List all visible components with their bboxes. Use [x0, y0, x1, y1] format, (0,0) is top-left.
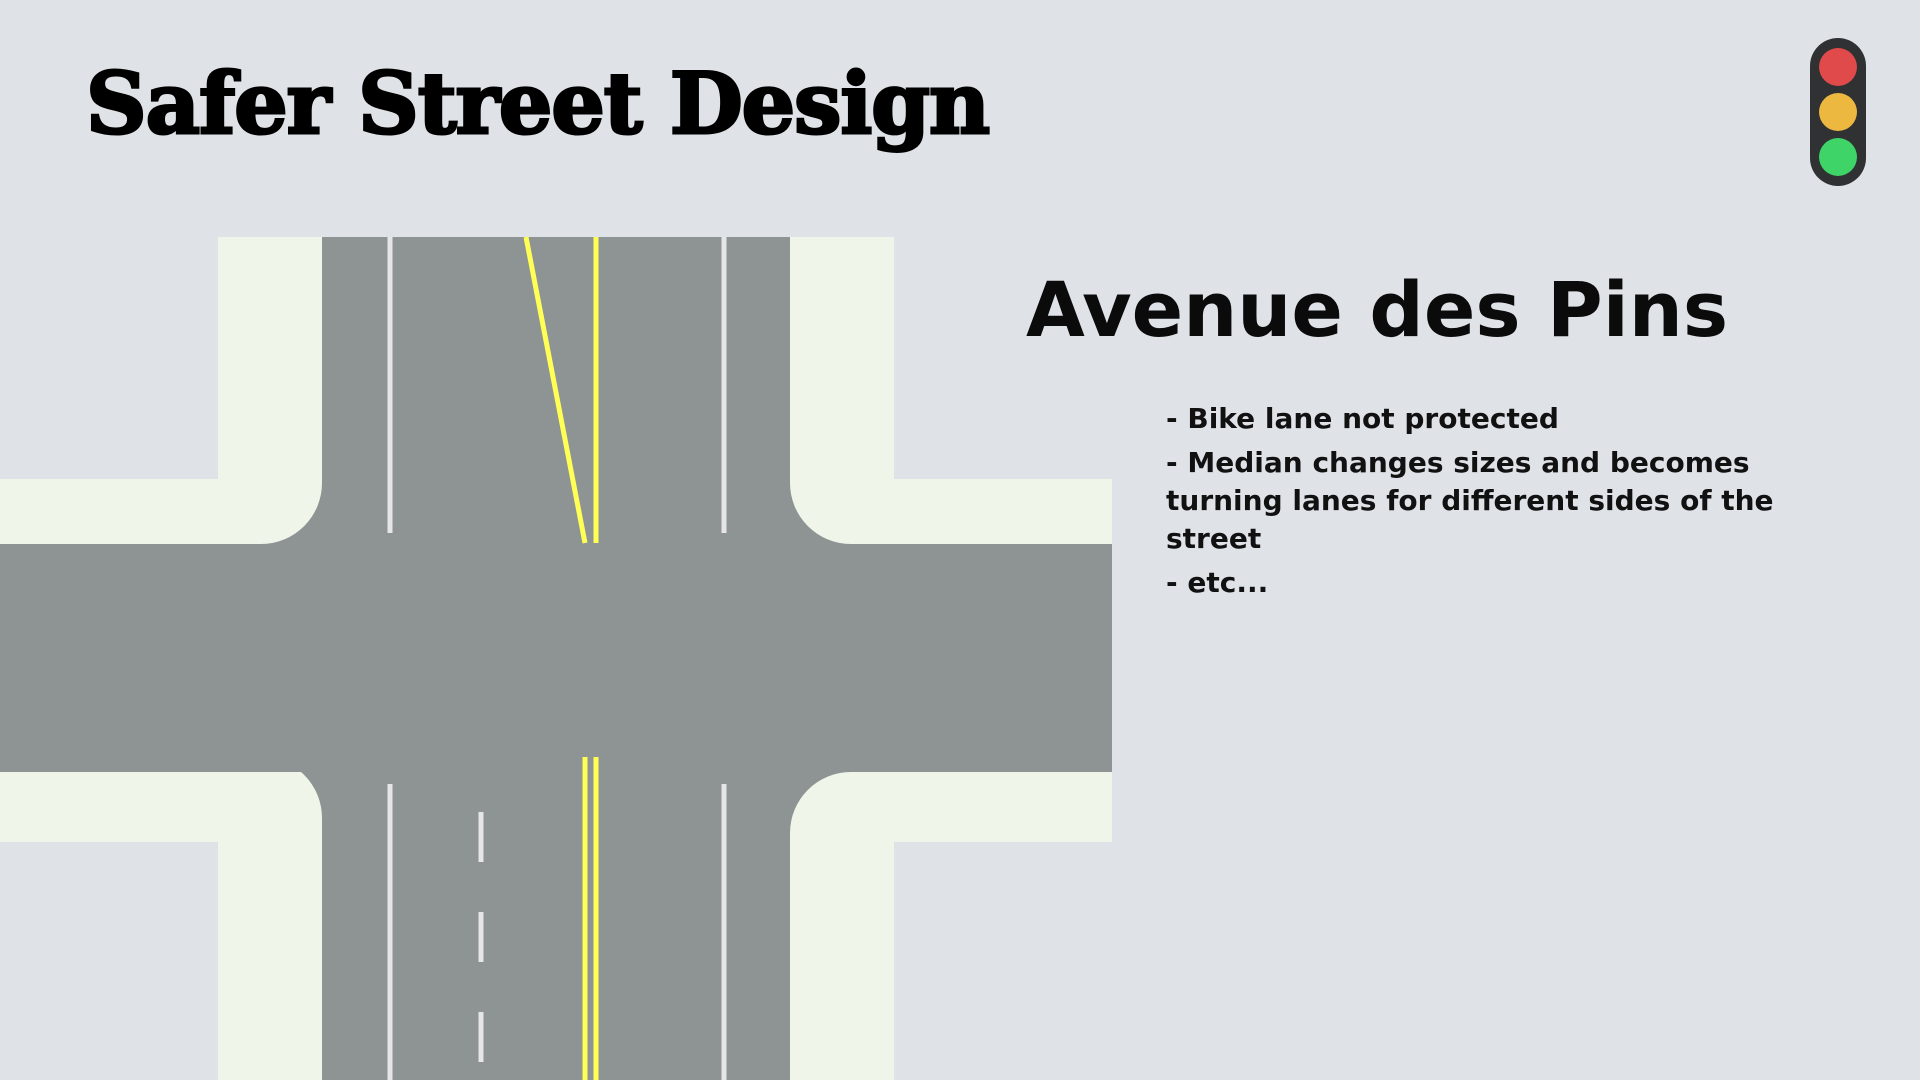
note-item: - Median changes sizes and becomes turni…	[1166, 446, 1774, 555]
traffic-light-icon	[1810, 38, 1866, 186]
curb-corner-sw	[261, 757, 322, 818]
median-line-north-diagonal	[523, 236, 588, 544]
sidewalk-west-upper	[0, 479, 322, 544]
sidewalk-south-left	[218, 757, 322, 1080]
curb-corner-nw	[261, 483, 322, 544]
intersection-diagram	[0, 236, 1112, 1080]
notes-list: - Bike lane not protected - Median chang…	[1166, 400, 1846, 608]
curb-corner-ne	[790, 483, 851, 544]
street-name-heading: Avenue des Pins	[1026, 265, 1729, 354]
sidewalk-north-right	[790, 237, 894, 483]
traffic-light-red	[1819, 48, 1857, 86]
traffic-light-amber	[1819, 93, 1857, 131]
traffic-light-green	[1819, 138, 1857, 176]
sidewalk-east-upper	[790, 479, 1112, 544]
sidewalk-south-right	[790, 772, 894, 1080]
note-item: - Bike lane not protected	[1166, 402, 1559, 435]
slide-title: Safer Street Design	[84, 54, 991, 153]
curb-corner-se	[790, 772, 851, 833]
note-item: - etc...	[1166, 566, 1269, 599]
sidewalk-north-left	[218, 237, 322, 483]
road-east-west	[0, 544, 1112, 772]
